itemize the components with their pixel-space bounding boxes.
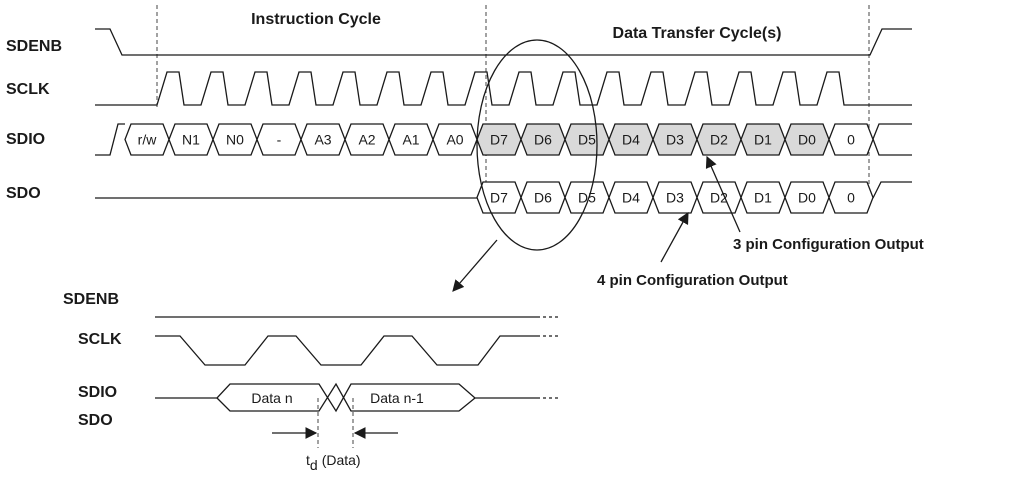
sdio-lead	[95, 123, 125, 156]
sdo-cell-label-7: D0	[798, 190, 816, 206]
sdo-cell-label-4: D3	[666, 190, 684, 206]
data-n-1-label: Data n-1	[370, 390, 424, 406]
sdio-cell-label-1: N1	[182, 132, 200, 148]
sdio-cell-label-7: A0	[446, 132, 463, 148]
zoom-arrow	[452, 239, 498, 292]
td-subscript: d	[310, 457, 318, 473]
three-pin-arrow	[705, 155, 741, 233]
detail-sclk-label: SCLK	[78, 331, 122, 348]
td-label: td(Data)	[306, 452, 361, 473]
sdenb-label: SDENB	[6, 38, 62, 55]
data-transfer-cycle-header: Data Transfer Cycle(s)	[613, 25, 782, 42]
sdio-trail-lower	[872, 138, 912, 156]
sdo-cell-label-3: D4	[622, 190, 640, 206]
sdio-cell-label-0: r/w	[138, 132, 158, 148]
detail-sclk-waveform	[155, 335, 537, 366]
detail-bus-upper	[155, 383, 537, 413]
zoom-ellipse	[476, 39, 598, 251]
sdio-cell-label-5: A2	[358, 132, 375, 148]
sdio-cell-label-8: D7	[490, 132, 508, 148]
td-symbol: t	[306, 452, 310, 468]
sdio-cell-label-13: D2	[710, 132, 728, 148]
detail-bus-lower	[216, 382, 476, 412]
instruction-cycle-header: Instruction Cycle	[251, 11, 381, 28]
sdio-cell-label-12: D3	[666, 132, 684, 148]
sdo-cell-label-8: 0	[847, 190, 855, 206]
sdio-cell-label-10: D5	[578, 132, 596, 148]
sdio-trail	[872, 123, 912, 140]
sdio-cell-label-6: A1	[402, 132, 419, 148]
data-n-label: Data n	[251, 390, 292, 406]
sdio-cell-label-15: D0	[798, 132, 816, 148]
sdio-cell-label-4: A3	[314, 132, 331, 148]
sdenb-waveform	[95, 28, 912, 56]
sclk-label: SCLK	[6, 81, 50, 98]
sdio-label: SDIO	[6, 131, 45, 148]
sdo-trail	[872, 181, 912, 199]
sdio-bus: r/w N1 N0 - A3 A2 A1 A0 D7 D6 D5 D4 D3 D2 D1 D0 0	[95, 123, 912, 156]
detail-sdio-label: SDIO	[78, 384, 117, 401]
sdo-cell-label-0: D7	[490, 190, 508, 206]
sdio-cell-label-9: D6	[534, 132, 552, 148]
sdio-cell-label-11: D4	[622, 132, 640, 148]
sdo-cell-label-1: D6	[534, 190, 552, 206]
sdio-cell-label-14: D1	[754, 132, 772, 148]
sclk-waveform	[95, 71, 912, 106]
sdio-cell-label-3: -	[277, 132, 282, 148]
sdio-cell-label-2: N0	[226, 132, 244, 148]
three-pin-output-label: 3 pin Configuration Output	[733, 236, 924, 253]
sdo-label: SDO	[6, 185, 41, 202]
detail-sdo-label: SDO	[78, 412, 113, 429]
td-suffix: (Data)	[322, 452, 361, 468]
four-pin-arrow	[660, 211, 689, 263]
four-pin-output-label: 4 pin Configuration Output	[597, 272, 788, 289]
sdo-cell-label-6: D1	[754, 190, 772, 206]
sdo-cell-label-2: D5	[578, 190, 596, 206]
detail-sdenb-label: SDENB	[63, 291, 119, 308]
sdio-cell-label-16: 0	[847, 132, 855, 148]
